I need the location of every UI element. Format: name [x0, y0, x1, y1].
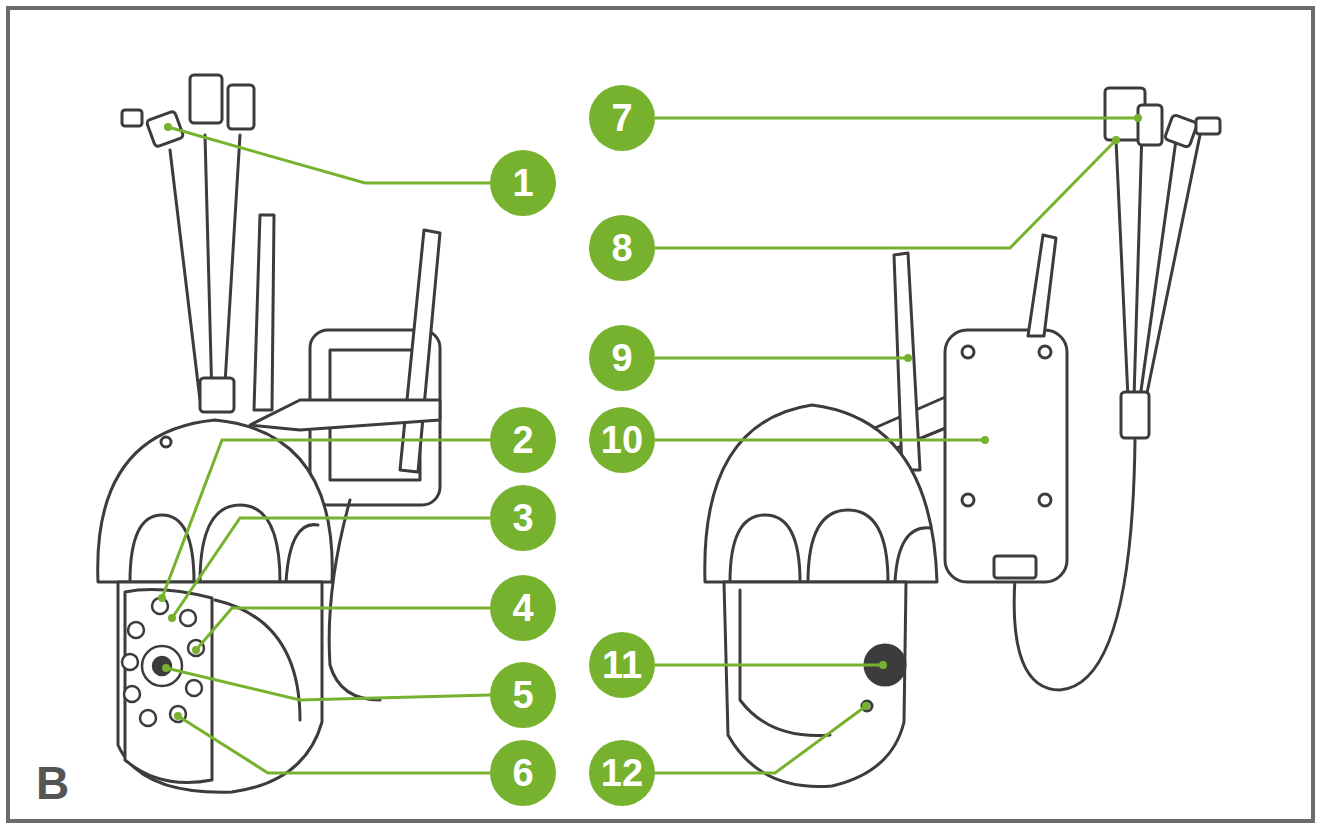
leader-lines — [162, 118, 1138, 773]
callout-number: 1 — [490, 150, 556, 216]
callout-number: 8 — [589, 215, 655, 281]
callout-number: 4 — [490, 575, 556, 641]
figure-letter: B — [36, 760, 69, 806]
callout-number: 9 — [589, 325, 655, 391]
callout-number: 3 — [490, 485, 556, 551]
left-led-ring — [122, 598, 204, 726]
frame-border — [8, 8, 1313, 821]
callout-number: 2 — [490, 407, 556, 473]
right-camera — [705, 88, 1220, 787]
callout-number: 12 — [589, 740, 655, 806]
callout-number: 10 — [589, 407, 655, 473]
callout-number: 6 — [490, 740, 556, 806]
callout-number: 5 — [490, 662, 556, 728]
callout-number: 7 — [589, 85, 655, 151]
callout-number: 11 — [589, 632, 655, 698]
leader-dots — [158, 114, 1142, 720]
